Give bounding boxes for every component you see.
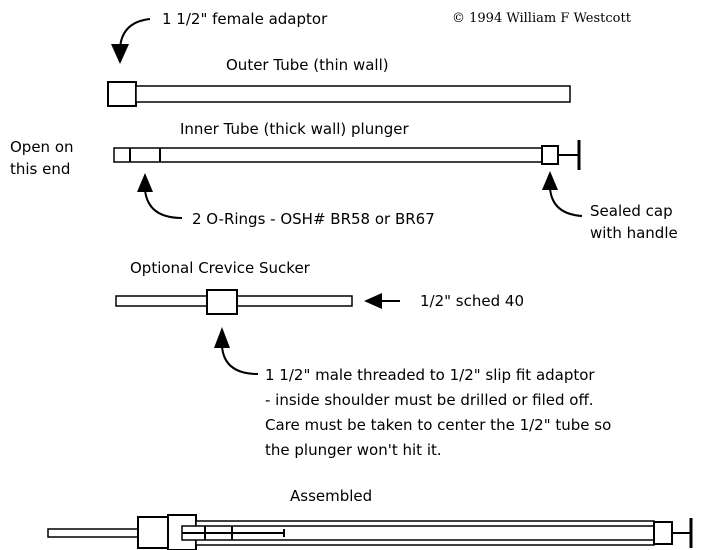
male-adaptor-line-1: 1 1/2" male threaded to 1/2" slip fit ad…	[265, 366, 595, 384]
female-adaptor-arrowhead	[111, 44, 129, 64]
assembled-view: Assembled	[47, 487, 693, 550]
male-adaptor-shape	[206, 289, 238, 315]
sched-40-label: 1/2" sched 40	[420, 292, 524, 310]
female-adaptor-label: 1 1/2" female adaptor	[162, 10, 328, 28]
o-rings-arrowhead	[137, 173, 153, 192]
sealed-cap-shape	[541, 145, 559, 165]
assembled-sealed-cap	[653, 521, 673, 545]
sealed-cap-arrowhead	[542, 171, 558, 190]
sealed-cap-callout: Sealed cap with handle	[542, 171, 678, 242]
inner-tube-label: Inner Tube (thick wall) plunger	[180, 120, 409, 138]
assembled-sched-tube	[47, 528, 145, 538]
o-rings-arrow-line	[144, 189, 183, 219]
sealed-cap-label-line2: with handle	[590, 224, 678, 242]
female-adaptor-callout: 1 1/2" female adaptor	[111, 10, 328, 64]
sched-40-arrowhead	[364, 293, 382, 309]
open-end-label-line1: Open on	[10, 138, 74, 156]
o-rings-callout: 2 O-Rings - OSH# BR58 or BR67	[137, 173, 435, 228]
outer-tube-label: Outer Tube (thin wall)	[226, 56, 389, 74]
sealed-cap-label-line1: Sealed cap	[590, 202, 673, 220]
assembled-label: Assembled	[290, 487, 372, 505]
inner-tube-shape	[113, 147, 543, 163]
male-adaptor-arrowhead	[214, 327, 230, 348]
crevice-sucker-part: Optional Crevice Sucker 1/2" sched 40	[115, 259, 524, 315]
outer-tube-shape	[135, 85, 571, 103]
male-adaptor-callout: 1 1/2" male threaded to 1/2" slip fit ad…	[214, 327, 611, 459]
crevice-sucker-title: Optional Crevice Sucker	[130, 259, 311, 277]
female-adaptor-arrow-line	[119, 18, 151, 49]
male-adaptor-arrow-line	[221, 345, 259, 375]
inner-tube-part: Inner Tube (thick wall) plunger Open on …	[10, 120, 581, 178]
male-adaptor-line-2: - inside shoulder must be drilled or fil…	[265, 391, 594, 409]
o-rings-label: 2 O-Rings - OSH# BR58 or BR67	[192, 210, 435, 228]
male-adaptor-line-3: Care must be taken to center the 1/2" tu…	[265, 416, 611, 434]
sealed-cap-arrow-line	[549, 187, 583, 217]
female-adaptor-shape	[107, 81, 137, 107]
male-adaptor-line-4: the plunger won't hit it.	[265, 441, 442, 459]
open-end-label-line2: this end	[10, 160, 70, 178]
assembled-male-adaptor	[137, 516, 169, 549]
copyright-notice: © 1994 William F Westcott	[452, 11, 632, 26]
outer-tube-part: Outer Tube (thin wall)	[107, 56, 571, 107]
